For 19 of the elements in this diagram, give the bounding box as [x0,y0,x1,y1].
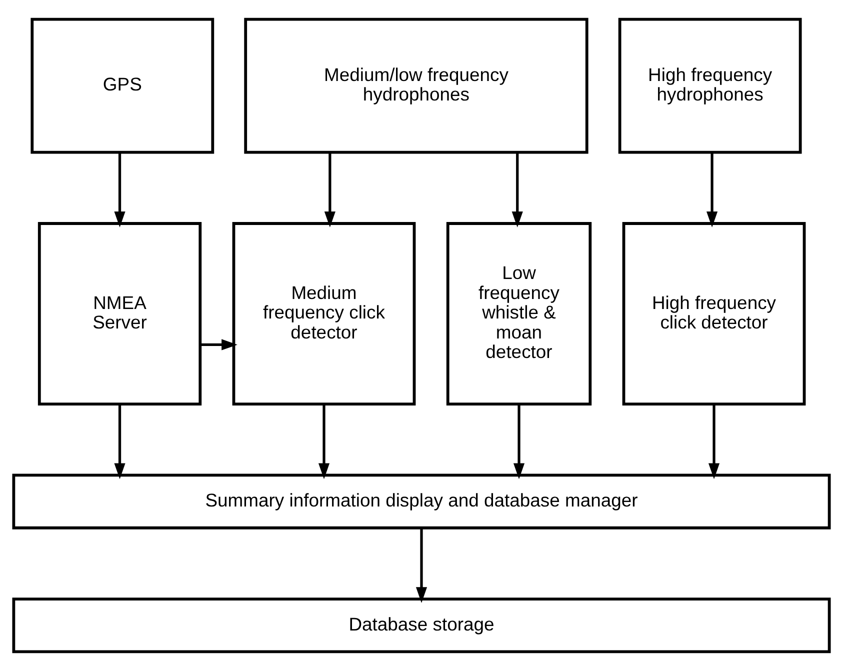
node-box: Summary information display and database manager [12,473,831,529]
node-box: NMEA Server [38,222,202,405]
node-box: Low frequency whistle & moan detector [446,222,592,405]
arrow [512,152,523,227]
node-box: High frequency hydrophones [618,17,802,154]
node-box: GPS [30,17,214,154]
arrow [706,152,718,227]
arrow [318,404,330,479]
node-box: Database storage [12,597,831,653]
node-box: Medium/low frequency hydrophones [244,17,588,154]
node-box: Medium frequency click detector [232,222,416,405]
node-box: High frequency click detector [622,222,806,405]
arrow [114,152,126,227]
arrow [114,404,126,479]
arrow [416,528,428,602]
arrow [200,338,238,350]
arrow [324,152,336,227]
arrow [708,404,720,479]
arrow [513,404,525,479]
